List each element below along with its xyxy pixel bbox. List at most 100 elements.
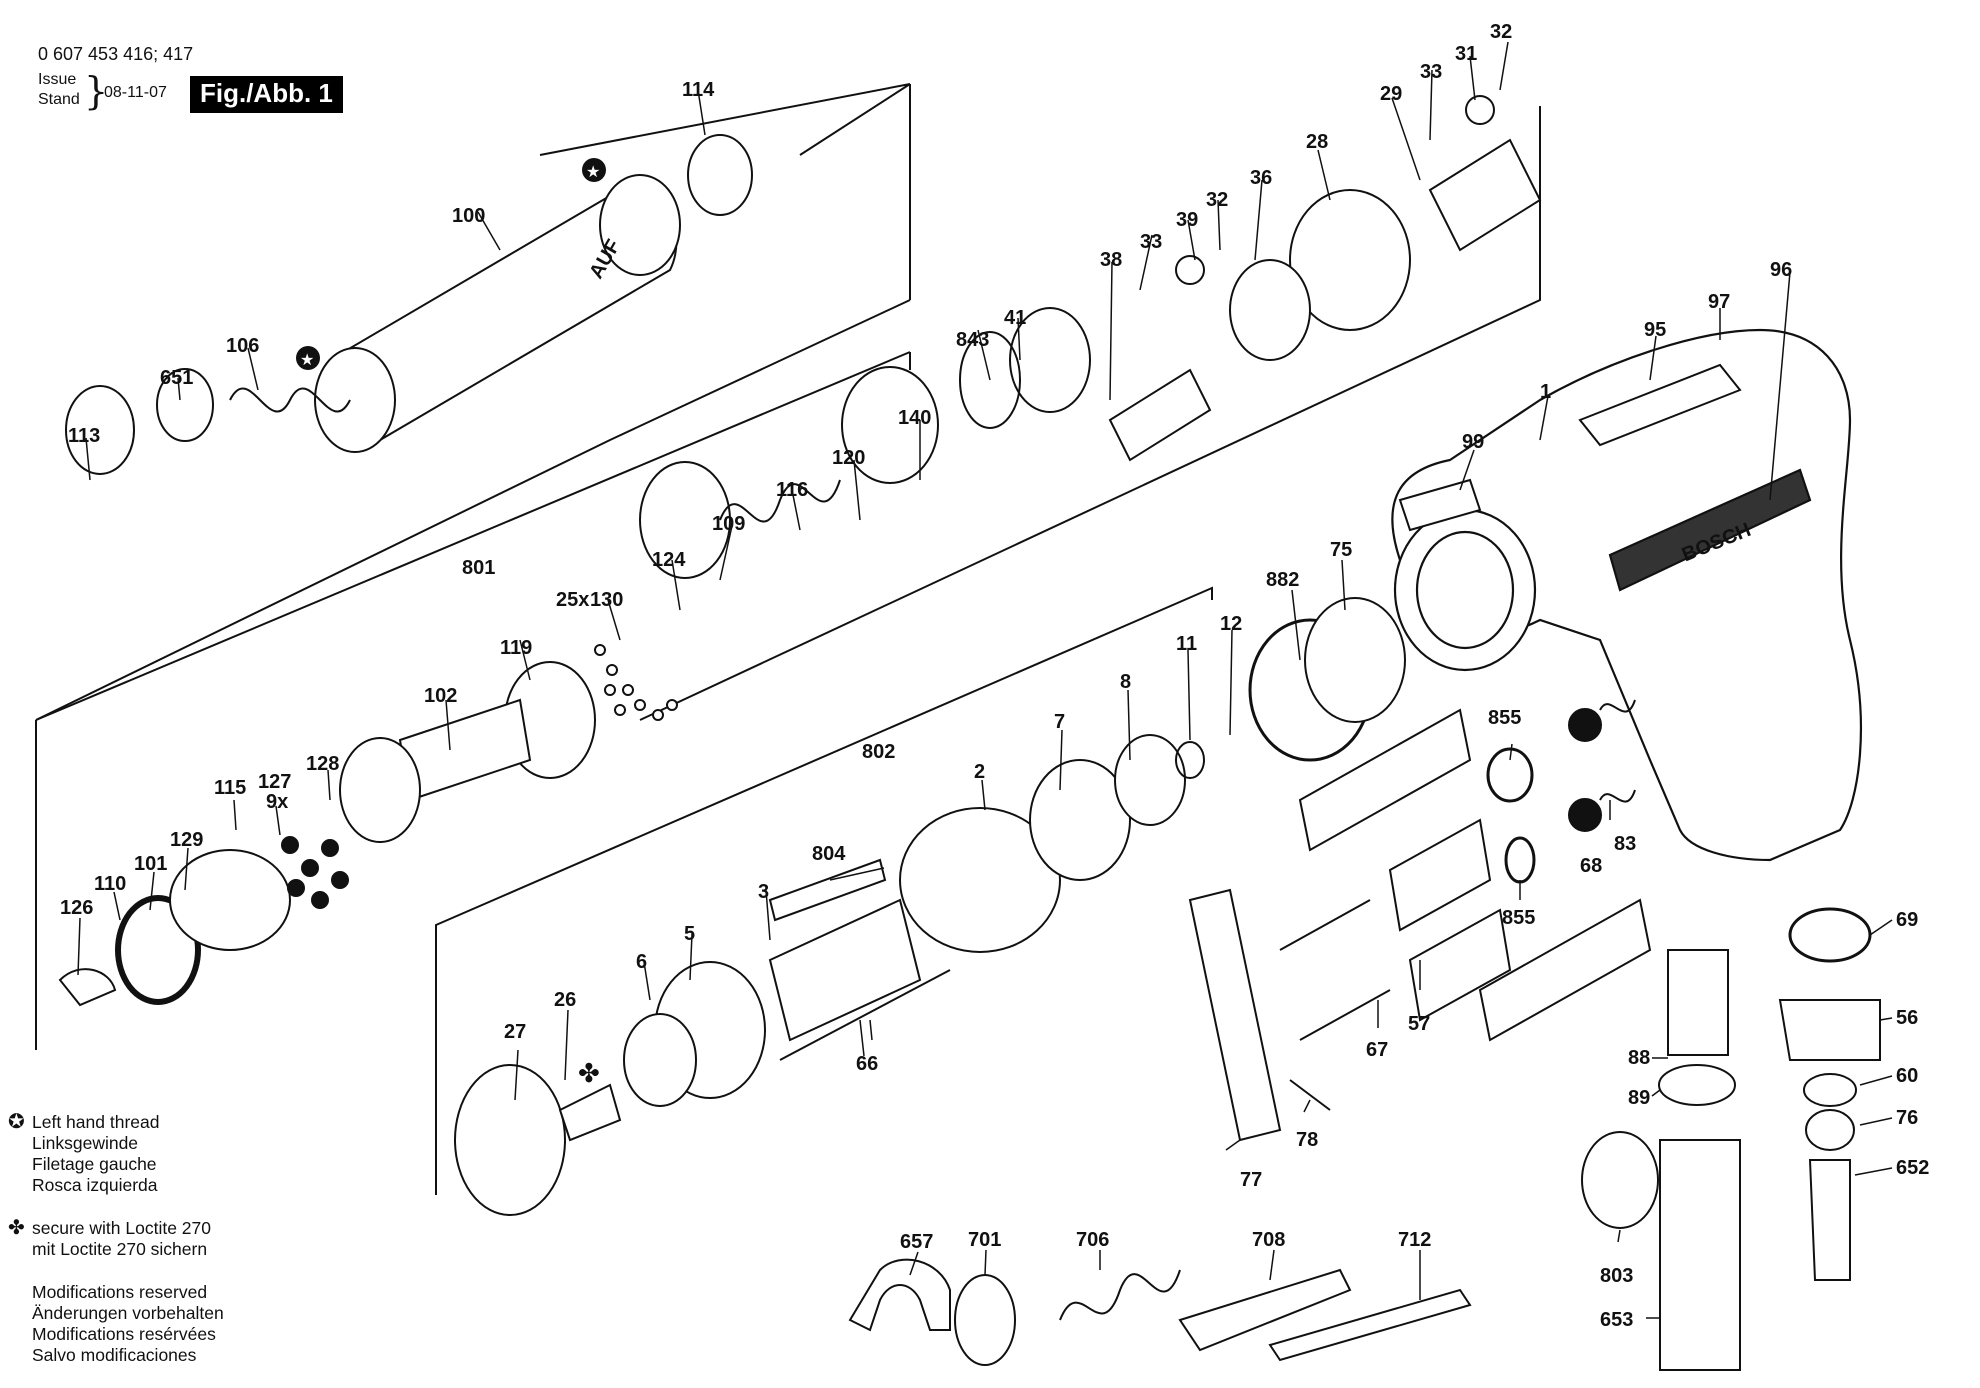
label-101: 101: [134, 853, 167, 875]
label-77: 77: [1240, 1169, 1262, 1191]
flange-102: [339, 737, 421, 843]
planet-gear-39: [1175, 255, 1205, 285]
legend-lht-1: Linksgewinde: [32, 1133, 139, 1153]
label-31: 31: [1455, 43, 1477, 65]
clover-icon: ✤: [8, 1217, 25, 1239]
carrier-29: [1428, 138, 1542, 252]
label-804: 804: [812, 843, 846, 865]
star-circle-icon: ✪: [8, 1111, 25, 1133]
label-109: 109: [712, 513, 745, 535]
label-106: 106: [226, 335, 259, 357]
label-27: 27: [504, 1021, 526, 1043]
cylinder-100: [314, 174, 681, 453]
label-3: 3: [758, 881, 769, 903]
label-88: 88: [1628, 1047, 1650, 1069]
spring-706: [1059, 1269, 1181, 1321]
svg-text:★: ★: [300, 350, 314, 369]
issue-labels: Issue Stand: [38, 70, 80, 110]
label-115: 115: [214, 777, 246, 799]
sleeve-99: [1398, 478, 1482, 532]
leader-lines: [77, 41, 1893, 1319]
valve-cutaway-b: [1478, 898, 1652, 1042]
label-60: 60: [1896, 1065, 1918, 1087]
ring-124: [639, 461, 731, 579]
fitting-56: [1778, 999, 1881, 1061]
label-100: 100: [452, 205, 485, 227]
issue-label: Issue: [38, 71, 77, 88]
label-7: 7: [1054, 711, 1065, 733]
issue-date: 08-11-07: [104, 84, 167, 101]
o-ring-855b: [1504, 836, 1536, 884]
label-36: 36: [1250, 167, 1272, 189]
label-75: 75: [1330, 539, 1352, 561]
bearing-8: [1114, 734, 1186, 826]
label-116: 116: [776, 479, 808, 501]
balls-127: [281, 836, 349, 909]
label-855a: 855: [1488, 707, 1521, 729]
label-38: 38: [1100, 249, 1122, 271]
label-124: 124: [652, 549, 686, 571]
rotor-housing-2: [899, 807, 1061, 953]
label-78: 78: [1296, 1129, 1318, 1151]
label-66: 66: [856, 1053, 878, 1075]
label-882: 882: [1266, 569, 1299, 591]
label-12: 12: [1220, 613, 1242, 635]
nut-113: [65, 385, 135, 475]
legend-lht-0: Left hand thread: [32, 1112, 160, 1132]
housing-120: [841, 366, 939, 484]
label-130: 130: [590, 589, 623, 611]
sleeve-651: [156, 368, 214, 442]
document-number: 0 607 453 416; 417: [38, 44, 194, 64]
spring-106: [229, 387, 351, 413]
pin-67: [1279, 899, 1391, 1041]
label-29: 29: [1380, 83, 1402, 105]
rotor-3: [768, 898, 922, 1042]
valve-cutaway-a: [1298, 708, 1472, 852]
callout-labels: 32 31 33 29 28 36 32 39 33 38 114 100 10…: [60, 21, 1929, 1331]
legend-loctite-0: secure with Loctite 270: [32, 1218, 211, 1238]
label-69: 69: [1896, 909, 1918, 931]
hose-nipple-652: [1808, 1159, 1851, 1281]
label-708: 708: [1252, 1229, 1285, 1251]
label-712: 712: [1398, 1229, 1431, 1251]
left-hand-thread-markers: ★ ★: [296, 158, 606, 370]
label-140: 140: [898, 407, 931, 429]
star-circle-icon: [582, 158, 606, 182]
label-39: 39: [1176, 209, 1198, 231]
star-circle-icon: [296, 346, 320, 370]
label-126: 126: [60, 897, 93, 919]
label-801: 801: [462, 557, 495, 579]
ring-41: [1009, 307, 1091, 413]
washer-11: [1175, 741, 1205, 779]
assembly-bracket-801: [35, 351, 911, 721]
legend-loctite: ✤secure with Loctite 270 mit Loctite 270…: [8, 1218, 211, 1260]
legend-lht-2: Filetage gauche: [32, 1154, 157, 1174]
wrench-708: [1178, 1268, 1352, 1352]
assembly-bracket-motor: [35, 83, 911, 1050]
tool-housing: [1391, 328, 1862, 862]
hex-key-712: [1268, 1288, 1472, 1362]
label-28: 28: [1306, 131, 1328, 153]
label-843: 843: [956, 329, 989, 351]
ball-68b: [1568, 798, 1602, 832]
pin-66: [779, 969, 951, 1061]
legend-mod-2: Modifications resérvées: [32, 1324, 216, 1344]
clip-126: [58, 968, 117, 1007]
pinion-26: [558, 1083, 622, 1142]
disc-89: [1658, 1064, 1736, 1106]
o-ring-855a: [1486, 747, 1534, 803]
assembly-bracket-802: [435, 586, 1213, 1195]
label-57: 57: [1408, 1013, 1430, 1035]
label-120: 120: [832, 447, 865, 469]
label-102: 102: [424, 685, 457, 707]
label-33a: 33: [1420, 61, 1442, 83]
label-32b: 32: [1206, 189, 1228, 211]
label-99: 99: [1462, 431, 1484, 453]
ring-114: [687, 134, 753, 216]
vane-804: [768, 858, 887, 922]
legend-lht-3: Rosca izquierda: [32, 1175, 158, 1195]
label-6: 6: [636, 951, 647, 973]
label-651: 651: [160, 367, 193, 389]
label-5: 5: [684, 923, 695, 945]
pin-78: [1289, 1079, 1331, 1111]
